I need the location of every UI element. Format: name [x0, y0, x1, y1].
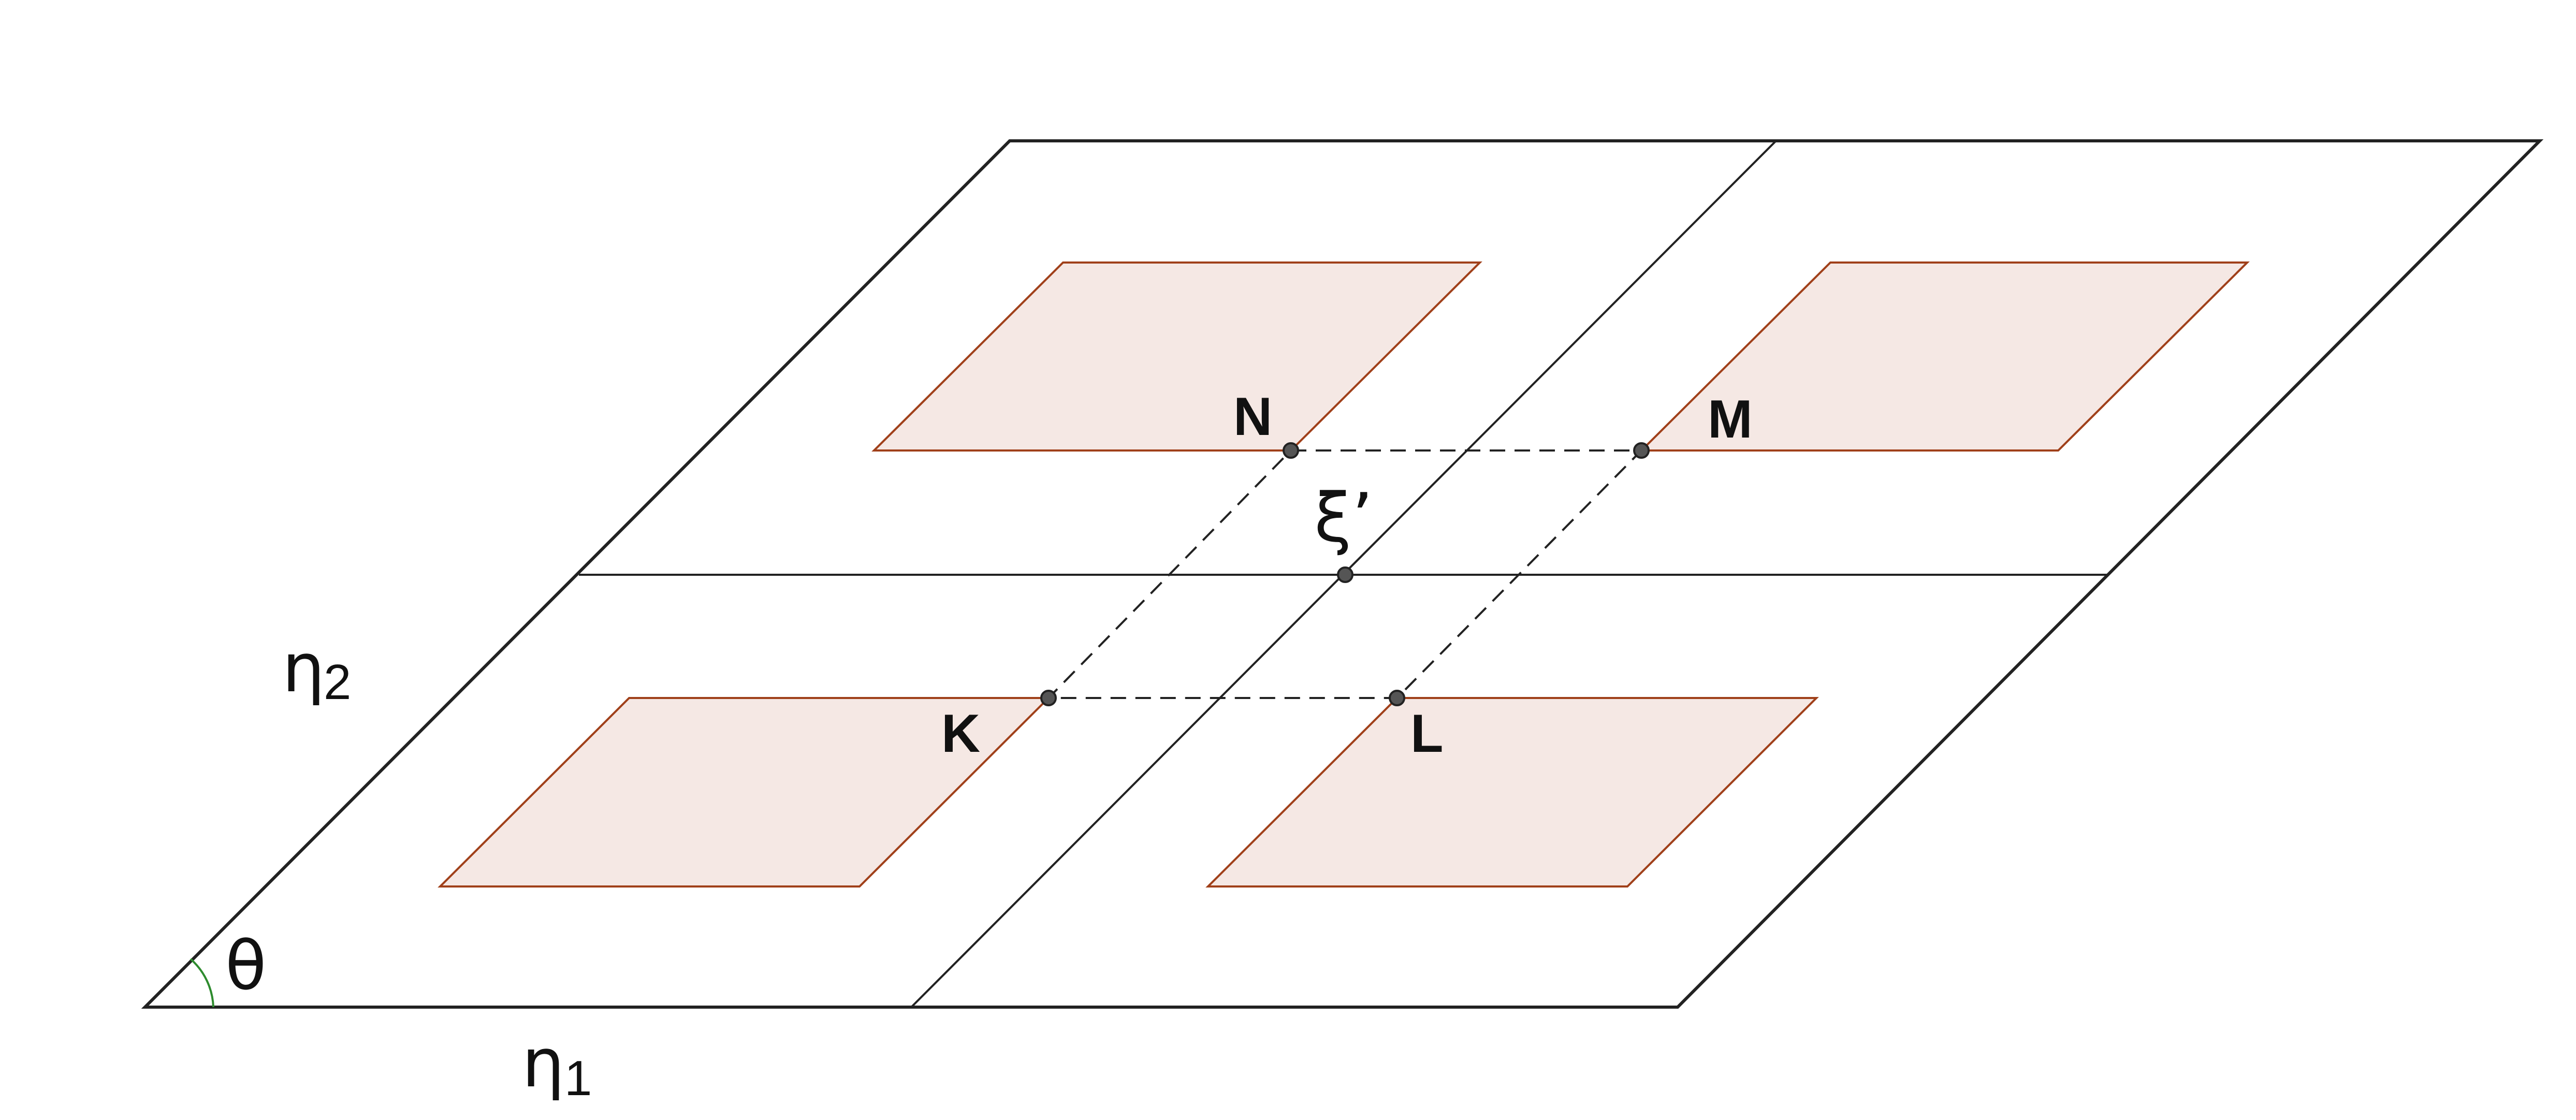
- label-eta2-main: η: [282, 629, 325, 707]
- point-xi: [1337, 566, 1354, 583]
- label-M: M: [1708, 389, 1753, 449]
- point-M: [1633, 442, 1650, 459]
- patch-top-right: [1639, 261, 2250, 452]
- point-K: [1040, 690, 1057, 706]
- patch-bottom-right: [1205, 697, 1819, 888]
- patch-top-left: [871, 261, 1482, 452]
- theta-angle-arc: [190, 958, 214, 1008]
- label-eta2-sub: 2: [324, 654, 351, 710]
- label-N: N: [1233, 387, 1272, 447]
- label-eta1-main: η: [522, 1024, 564, 1102]
- label-eta1-sub: 1: [564, 1051, 592, 1106]
- point-L: [1389, 690, 1405, 706]
- label-theta: θ: [225, 926, 267, 1005]
- label-eta1: η 1: [522, 1024, 592, 1106]
- label-eta2: η 2: [282, 629, 351, 710]
- point-N: [1283, 442, 1299, 459]
- label-K: K: [941, 704, 980, 764]
- label-L: L: [1410, 704, 1444, 764]
- outer-cell: [141, 139, 2544, 1009]
- label-xi: ξ’: [1314, 478, 1373, 557]
